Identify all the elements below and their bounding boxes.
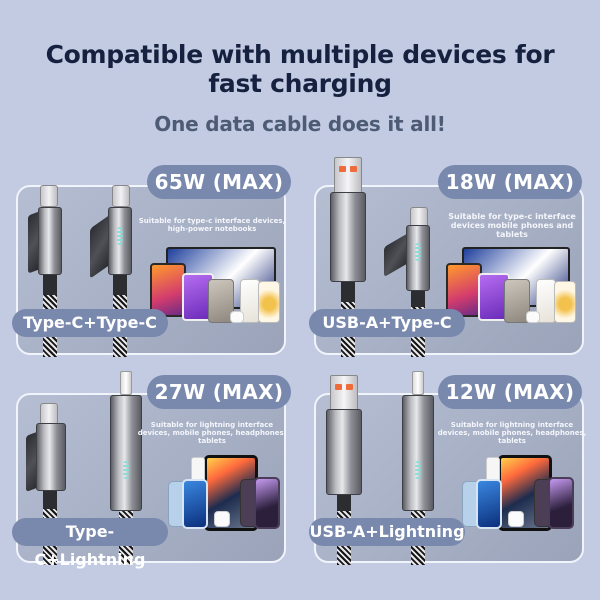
cable-type-label: USB-A+Lightning	[309, 518, 465, 546]
usb-a-plug-icon	[334, 157, 362, 195]
phone-gold-image	[258, 281, 280, 323]
connector-body	[36, 423, 66, 491]
earbuds-image	[214, 511, 230, 527]
led-indicator-icon	[415, 243, 421, 261]
earbuds-image	[508, 511, 524, 527]
card-description: Suitable for type-c interface devices mo…	[448, 212, 576, 239]
card-usb-a-lightning	[314, 371, 584, 565]
connector-body	[38, 207, 62, 275]
header: Compatible with multiple devices for fas…	[0, 40, 600, 136]
phone-image	[476, 479, 502, 529]
title-line-1: Compatible with multiple devices for	[45, 40, 555, 69]
led-indicator-icon	[415, 461, 421, 479]
usb-pin	[350, 166, 357, 172]
card-description: Suitable for lightning interface devices…	[137, 421, 287, 445]
usb-a-plug-icon	[330, 375, 358, 413]
cable-neck	[113, 275, 127, 295]
tablet-image	[150, 263, 186, 317]
power-badge-65w: 65W (MAX)	[147, 165, 291, 199]
card-description: Suitable for type-c interface devices, h…	[138, 217, 286, 233]
lightning-plug-icon	[412, 371, 424, 395]
phone-image	[182, 479, 208, 529]
usb-pin	[346, 384, 353, 390]
cable-neck	[411, 291, 425, 307]
earbuds-image	[230, 311, 244, 323]
phone-image	[548, 477, 574, 529]
type-c-plug-icon	[40, 403, 58, 425]
usb-pin	[339, 166, 346, 172]
power-badge-27w: 27W (MAX)	[147, 375, 291, 409]
cable-neck	[337, 495, 351, 511]
cable-neck	[43, 275, 57, 295]
title-line-2: fast charging	[208, 69, 392, 98]
power-badge-18w: 18W (MAX)	[438, 165, 582, 199]
page-subtitle: One data cable does it all!	[154, 112, 446, 136]
phone-image	[504, 279, 530, 323]
type-c-plug-icon	[112, 185, 130, 207]
page-title: Compatible with multiple devices for fas…	[0, 40, 600, 98]
phone-gold-image	[554, 281, 576, 323]
led-indicator-icon	[117, 227, 123, 245]
phone-image	[208, 279, 234, 323]
card-description: Suitable for lightning interface devices…	[437, 421, 587, 445]
cable-type-label: Type-C+Lightning	[12, 518, 168, 569]
led-indicator-icon	[123, 461, 129, 479]
cable-neck	[341, 282, 355, 302]
cable-neck	[43, 491, 57, 509]
cable-type-label: USB-A+Type-C	[309, 309, 465, 337]
earbuds-image	[526, 311, 540, 323]
usb-pin	[335, 384, 342, 390]
type-c-plug-icon	[40, 185, 58, 207]
connector-body	[110, 395, 142, 511]
connector-body	[326, 409, 362, 495]
cable-type-label: Type-C+Type-C	[12, 309, 168, 337]
phone-image	[254, 477, 280, 529]
connector-body	[402, 395, 434, 511]
connector-body	[330, 192, 366, 282]
power-badge-12w: 12W (MAX)	[438, 375, 582, 409]
lightning-plug-icon	[120, 371, 132, 395]
